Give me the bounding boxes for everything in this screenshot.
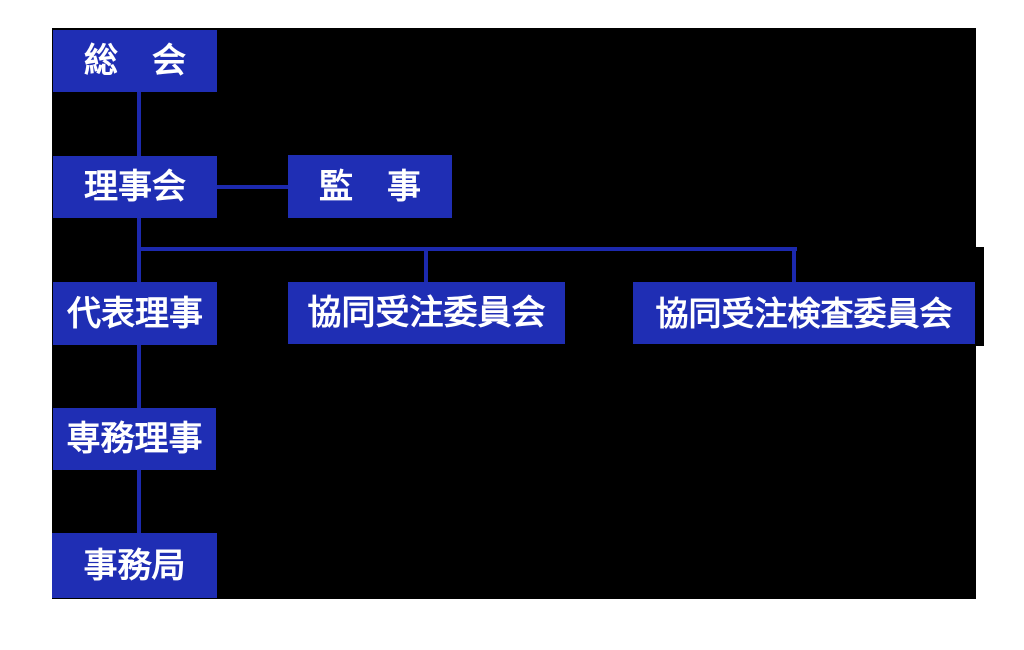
node-general-assembly: 総 会 bbox=[53, 30, 217, 92]
connector-daihyou-senmu bbox=[137, 345, 141, 408]
connector-rijikai-kanji bbox=[217, 185, 288, 189]
connector-drop-kensa-iinkai bbox=[792, 247, 796, 282]
node-representative-director: 代表理事 bbox=[53, 282, 217, 345]
org-chart-panel-extension bbox=[975, 247, 984, 346]
node-auditor: 監 事 bbox=[288, 155, 452, 218]
node-joint-order-committee: 協同受注委員会 bbox=[288, 282, 565, 344]
node-secretariat: 事務局 bbox=[52, 533, 217, 598]
node-joint-order-inspection-committee: 協同受注検査委員会 bbox=[633, 282, 975, 344]
node-board-of-directors: 理事会 bbox=[53, 156, 217, 218]
connector-drop-juchuu-iinkai bbox=[424, 247, 428, 282]
node-executive-director: 専務理事 bbox=[53, 408, 216, 470]
connector-senmu-jimukyoku bbox=[137, 470, 141, 533]
connector-branch-horizontal bbox=[137, 247, 797, 251]
connector-soukai-rijikai bbox=[137, 92, 141, 156]
